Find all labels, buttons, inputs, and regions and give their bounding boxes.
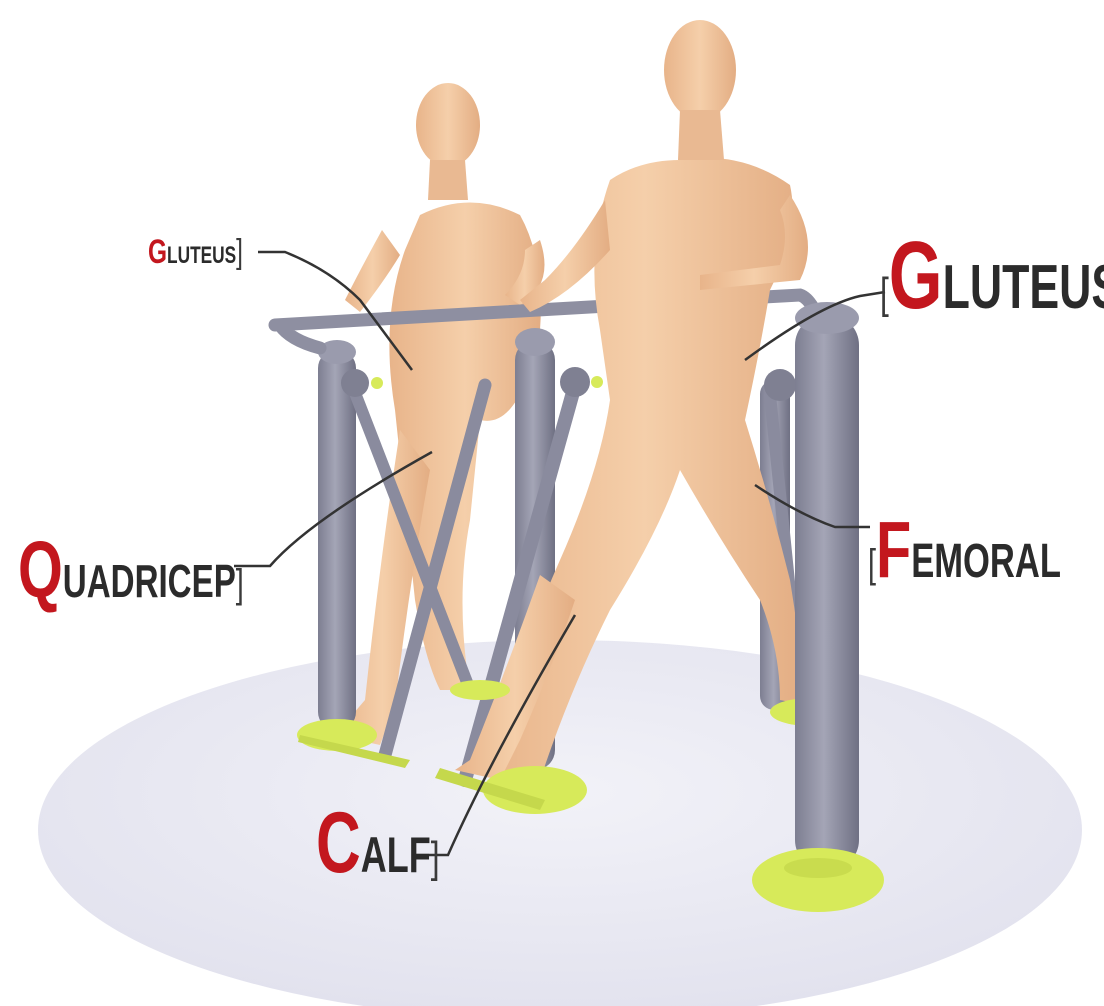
label-gluteus-large: [GLUTEUS: [880, 228, 1104, 324]
label-femoral: [FEMORAL: [868, 510, 1061, 590]
label-quadricep: QUADRICEP]: [18, 530, 244, 610]
pole-base: [752, 848, 884, 912]
label-gluteus-small: GLUTEUS]: [148, 235, 243, 269]
left-pole: [318, 350, 356, 730]
label-calf: CALF]: [316, 800, 440, 886]
